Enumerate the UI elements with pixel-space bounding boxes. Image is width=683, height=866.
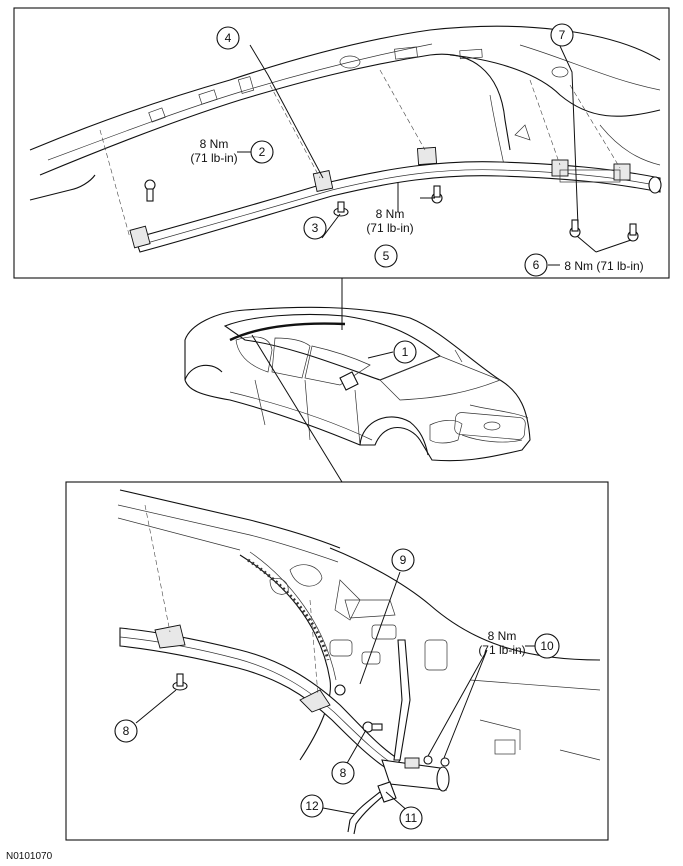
svg-text:2: 2 (259, 145, 266, 159)
torque-label-10: 8 Nm (71 lb-in) (478, 629, 525, 657)
svg-text:3: 3 (312, 221, 319, 235)
svg-text:7: 7 (559, 28, 566, 42)
top-detail-frame (13, 7, 670, 279)
bolt-8a (172, 673, 188, 691)
svg-text:9: 9 (400, 553, 407, 567)
svg-text:4: 4 (225, 31, 232, 45)
svg-text:1: 1 (402, 345, 409, 359)
bottom-detail-frame (65, 481, 609, 841)
bolt-2 (144, 179, 156, 202)
callout-1: 1 (393, 340, 417, 364)
bolt-10a (423, 755, 433, 765)
svg-text:(71 lb-in): (71 lb-in) (478, 643, 525, 657)
figure-code: N0101070 (6, 851, 53, 862)
callout-8a: 8 (114, 719, 138, 743)
bolt-9 (334, 684, 346, 696)
svg-text:(71 lb-in): (71 lb-in) (366, 221, 413, 235)
bolt-8b (362, 721, 383, 733)
callout-6: 6 (524, 253, 548, 277)
leader-1 (367, 351, 394, 359)
vehicle-view (184, 306, 531, 462)
bolt-5 (431, 185, 443, 204)
svg-text:11: 11 (405, 811, 418, 825)
torque-label-6: 8 Nm (71 lb-in) (564, 259, 643, 273)
bolt-6a (569, 219, 581, 238)
svg-text:12: 12 (305, 799, 319, 813)
callout-3: 3 (303, 216, 327, 240)
callout-5: 5 (374, 244, 398, 268)
torque-label-2: 8 Nm (71 lb-in) (190, 137, 237, 165)
callout-9: 9 (391, 548, 415, 572)
callout-12: 12 (300, 794, 324, 818)
svg-text:(71 lb-in): (71 lb-in) (190, 151, 237, 165)
callout-10: 10 (534, 633, 560, 659)
torque-label-5: 8 Nm (71 lb-in) (366, 207, 413, 235)
callout-2: 2 (250, 140, 274, 164)
bolt-6b (627, 223, 639, 242)
bottom-detail-view (65, 481, 609, 841)
callout-7: 7 (550, 23, 574, 47)
callout-11: 11 (399, 806, 423, 830)
bolt-3 (333, 201, 349, 217)
callout-4: 4 (216, 26, 240, 50)
svg-text:8: 8 (340, 766, 347, 780)
callout-8b: 8 (331, 761, 355, 785)
svg-text:10: 10 (540, 639, 554, 653)
svg-text:8 Nm: 8 Nm (200, 137, 229, 151)
svg-text:8 Nm: 8 Nm (376, 207, 405, 221)
svg-text:6: 6 (533, 258, 540, 272)
connector-line-bottom (251, 334, 343, 483)
svg-text:8 Nm (71 lb-in): 8 Nm (71 lb-in) (564, 259, 643, 273)
bolt-10b (440, 757, 450, 767)
top-detail-view (13, 7, 670, 279)
svg-text:8: 8 (123, 724, 130, 738)
svg-text:8 Nm: 8 Nm (488, 629, 517, 643)
svg-text:5: 5 (383, 249, 390, 263)
